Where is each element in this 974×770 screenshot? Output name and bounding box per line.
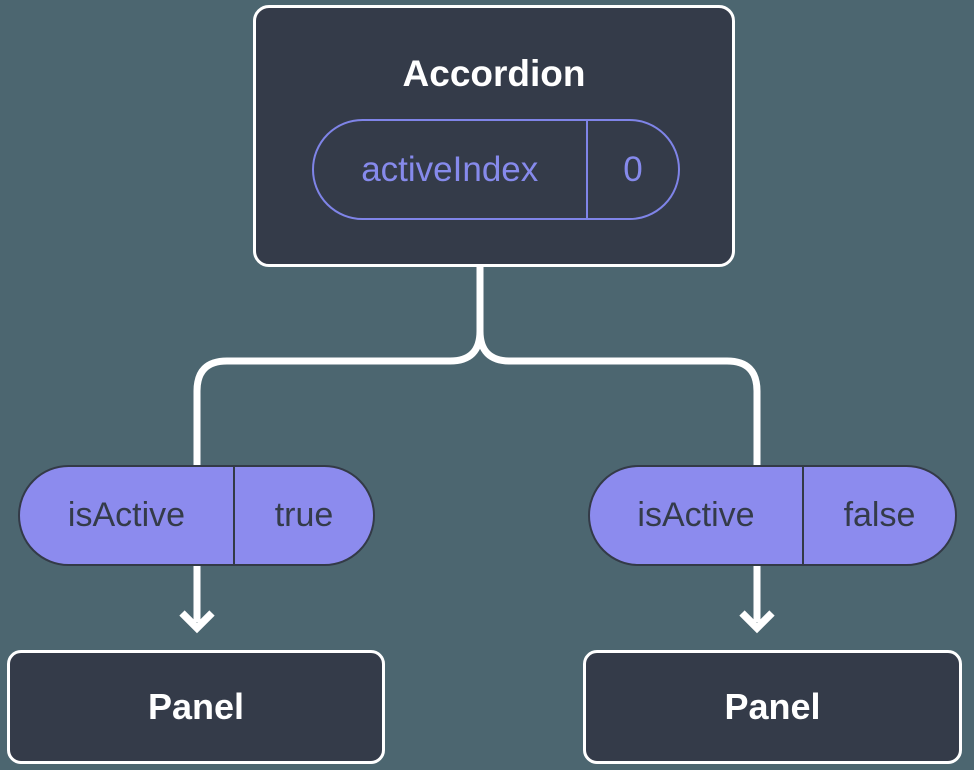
pill-divider <box>233 467 235 564</box>
panel-node-title: Panel <box>147 686 245 727</box>
prop-name-label: isActive <box>637 496 755 534</box>
panel-node-right: Panel <box>583 650 962 764</box>
prop-pill-isactive-true: isActive true <box>18 465 375 566</box>
panel-node-left: Panel <box>7 650 385 764</box>
prop-pill-isactive-false: isActive false <box>588 465 957 566</box>
prop-value-label: true <box>274 496 334 534</box>
connector-right-branch <box>476 266 761 622</box>
pill-divider <box>802 467 804 564</box>
arrow-down-right-icon <box>739 610 775 634</box>
prop-value-label: false <box>843 496 916 534</box>
accordion-node: Accordion activeIndex 0 <box>253 5 735 267</box>
pill-divider <box>585 121 588 218</box>
prop-name-label: isActive <box>67 496 186 534</box>
connector-left-branch <box>193 266 484 622</box>
panel-node-title: Panel <box>724 686 821 727</box>
accordion-node-title: Accordion <box>402 53 586 94</box>
state-name-label: activeIndex <box>361 149 539 189</box>
state-value-label: 0 <box>623 149 643 189</box>
arrow-down-left-icon <box>179 610 215 634</box>
accordion-state-pill: activeIndex 0 <box>312 119 680 220</box>
